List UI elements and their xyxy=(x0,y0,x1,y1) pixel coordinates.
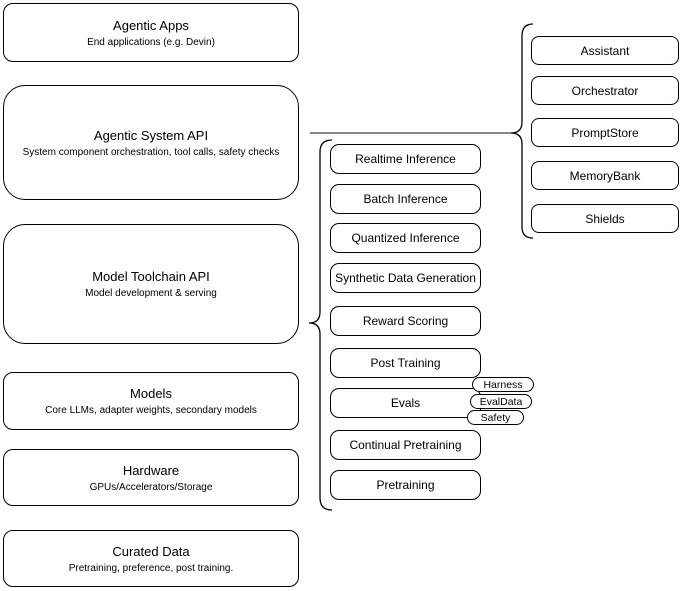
tag-label: Safety xyxy=(480,411,511,424)
node-label: Quantized Inference xyxy=(351,231,460,245)
node-realtime-inference: Realtime Inference xyxy=(330,144,481,174)
node-label: Pretraining xyxy=(376,478,435,492)
tag-safety: Safety xyxy=(467,410,524,425)
node-curated-data: Curated Data Pretraining, preference, po… xyxy=(3,530,299,587)
node-label: Evals xyxy=(390,396,421,410)
tag-harness: Harness xyxy=(472,377,534,392)
middle-curly-brace xyxy=(308,139,333,511)
node-reward-scoring: Reward Scoring xyxy=(330,306,481,336)
node-assistant: Assistant xyxy=(531,36,679,65)
node-label: PromptStore xyxy=(571,125,639,140)
node-synthetic-data-generation: Synthetic Data Generation xyxy=(330,263,481,293)
right-curly-brace xyxy=(510,23,534,239)
node-batch-inference: Batch Inference xyxy=(330,184,481,214)
node-continual-pretraining: Continual Pretraining xyxy=(330,430,481,460)
node-label: Reward Scoring xyxy=(362,314,449,328)
tag-label: EvalData xyxy=(479,395,523,408)
node-label: Continual Pretraining xyxy=(349,438,462,452)
node-label: Assistant xyxy=(580,43,630,58)
node-title: Models xyxy=(130,386,172,401)
node-hardware: Hardware GPUs/Accelerators/Storage xyxy=(3,449,299,506)
node-subtitle: End applications (e.g. Devin) xyxy=(87,36,215,48)
node-title: Agentic Apps xyxy=(113,17,189,33)
node-pretraining: Pretraining xyxy=(330,470,481,500)
tag-evaldata: EvalData xyxy=(470,394,532,409)
node-label: Synthetic Data Generation xyxy=(335,271,476,285)
node-subtitle: Pretraining, preference, post training. xyxy=(68,562,234,574)
node-subtitle: System component orchestration, tool cal… xyxy=(22,146,280,158)
node-evals: Evals xyxy=(330,388,481,418)
node-subtitle: Model development & serving xyxy=(85,288,217,299)
tag-label: Harness xyxy=(483,378,523,391)
node-post-training: Post Training xyxy=(330,348,481,378)
node-label: Shields xyxy=(585,211,625,226)
node-models: Models Core LLMs, adapter weights, secon… xyxy=(3,372,299,430)
node-label: Realtime Inference xyxy=(355,152,456,166)
node-label: Orchestrator xyxy=(571,83,639,98)
node-label: MemoryBank xyxy=(569,168,641,183)
node-promptstore: PromptStore xyxy=(531,118,679,147)
node-subtitle: Core LLMs, adapter weights, secondary mo… xyxy=(45,405,257,416)
node-model-toolchain-api: Model Toolchain API Model development & … xyxy=(3,224,299,344)
node-title: Curated Data xyxy=(112,543,190,559)
node-agentic-system-api: Agentic System API System component orch… xyxy=(3,85,299,200)
node-agentic-apps: Agentic Apps End applications (e.g. Devi… xyxy=(3,3,299,62)
node-label: Post Training xyxy=(370,356,441,370)
node-title: Agentic System API xyxy=(93,127,209,143)
node-subtitle: GPUs/Accelerators/Storage xyxy=(89,481,213,493)
node-shields: Shields xyxy=(531,204,679,233)
node-quantized-inference: Quantized Inference xyxy=(330,223,481,253)
node-title: Model Toolchain API xyxy=(92,269,210,284)
node-memorybank: MemoryBank xyxy=(531,161,679,190)
node-orchestrator: Orchestrator xyxy=(531,76,679,105)
node-label: Batch Inference xyxy=(363,192,448,206)
node-title: Hardware xyxy=(122,462,180,478)
